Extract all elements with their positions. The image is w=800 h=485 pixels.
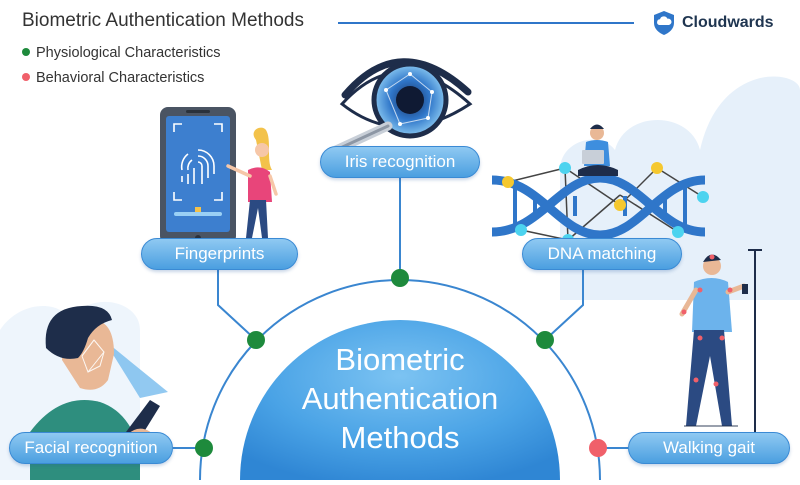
center-title-line: Biometric [335,342,465,377]
node-dna [536,331,554,349]
cloud-shield-icon [654,11,674,35]
method-pill-walking-gait: Walking gait [628,432,790,464]
method-pill-dna-matching: DNA matching [522,238,682,270]
node-gait [589,439,607,457]
node-iris [391,269,409,287]
center-title-line: Methods [340,420,460,455]
legend-item-behavioral: Behavioral Characteristics [22,70,204,86]
person-with-laptop-illustration [578,124,618,176]
walking-person-icon [679,249,762,432]
connector-fingerprints [217,268,257,341]
node-facial [195,439,213,457]
brand-name: Cloudwards [682,14,774,31]
dna-helix-icon [491,124,709,246]
center-circle [240,320,560,480]
method-pill-facial-recognition: Facial recognition [9,432,173,464]
center-title-line: Authentication [301,381,499,416]
brand-logo[interactable]: Cloudwards [652,10,774,36]
legend-dot-behavioral [22,73,30,82]
smartphone-fingerprint-icon [160,107,236,244]
method-pill-iris-recognition: Iris recognition [320,146,480,178]
legend-label: Behavioral Characteristics [36,70,205,86]
woman-pointing-illustration [226,127,278,241]
legend-dot-physiological [22,48,30,57]
page-title: Biometric Authentication Methods [22,10,304,31]
connector-nodes [195,269,607,457]
legend-item-physiological: Physiological Characteristics [22,45,221,61]
center-title: Biometric Authentication Methods [300,340,500,457]
connector-dna [544,268,584,341]
method-pill-fingerprints: Fingerprints [141,238,298,270]
legend-label: Physiological Characteristics [36,45,221,61]
node-fingerprints [247,331,265,349]
title-divider [338,22,634,24]
eye-magnifier-icon [331,58,473,155]
